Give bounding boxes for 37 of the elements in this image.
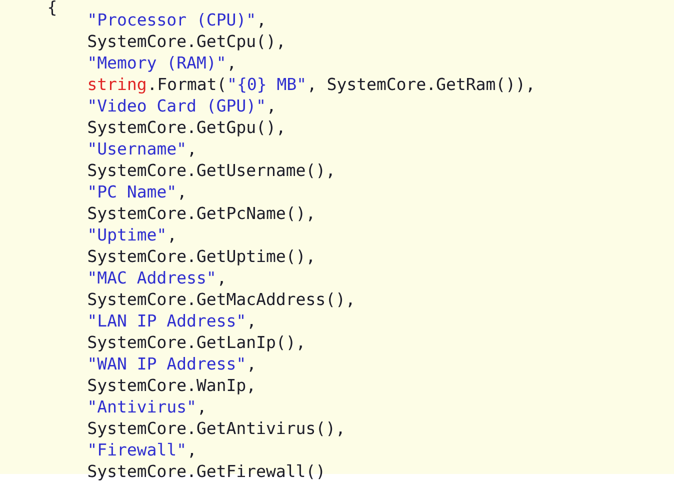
code-text: string xyxy=(88,77,146,94)
code-text: , xyxy=(180,195,184,200)
code-text: SystemCore.GetLanIp(), xyxy=(88,335,302,352)
code-text: SystemCore.GetFirewall() xyxy=(88,464,322,480)
code-text: SystemCore.GetAntivirus(), xyxy=(88,421,342,438)
code-text: , xyxy=(190,453,194,458)
code-text: "PC Name" xyxy=(90,185,174,198)
code-text: , xyxy=(220,281,223,286)
code-text: "Video Card (GPU)" xyxy=(90,98,264,114)
code-text: SystemCore.GetGpu(), xyxy=(88,120,282,136)
code-text: , SystemCore.GetRam()), xyxy=(310,77,532,94)
code-text: { xyxy=(49,0,56,16)
code-text: SystemCore.GetCpu(), xyxy=(88,34,282,50)
code-text: , xyxy=(190,152,194,157)
code-text: SystemCore.GetMacAddress(), xyxy=(88,292,352,308)
code-text: SystemCore.GetUptime(), xyxy=(88,249,312,266)
code-text: "Memory (RAM)" xyxy=(90,56,224,72)
code-text: SystemCore.GetUsername(), xyxy=(88,163,332,180)
code-text: "WAN IP Address" xyxy=(90,356,244,370)
code-text: "Antivirus" xyxy=(90,400,194,413)
code-text: , xyxy=(230,66,233,71)
code-text: SystemCore.WanIp, xyxy=(88,378,252,394)
code-text: "Processor (CPU)" xyxy=(90,12,254,28)
code-text: .Format( xyxy=(151,77,224,92)
code-text: , xyxy=(250,324,253,329)
code-text: , xyxy=(270,109,272,114)
code-text: "MAC Address" xyxy=(90,270,214,284)
code-text: "Firewall" xyxy=(90,442,184,456)
code-text: "{0} MB" xyxy=(230,77,304,93)
code-text: SystemCore.GetPcName(), xyxy=(88,206,312,222)
code-text: , xyxy=(260,23,263,28)
code-text: , xyxy=(200,410,203,415)
code-text: , xyxy=(170,238,174,243)
code-text: "Username" xyxy=(90,142,184,155)
code-text: "LAN IP Address" xyxy=(90,314,244,327)
code-text: , xyxy=(250,367,253,372)
code-text: "Uptime" xyxy=(90,228,164,244)
